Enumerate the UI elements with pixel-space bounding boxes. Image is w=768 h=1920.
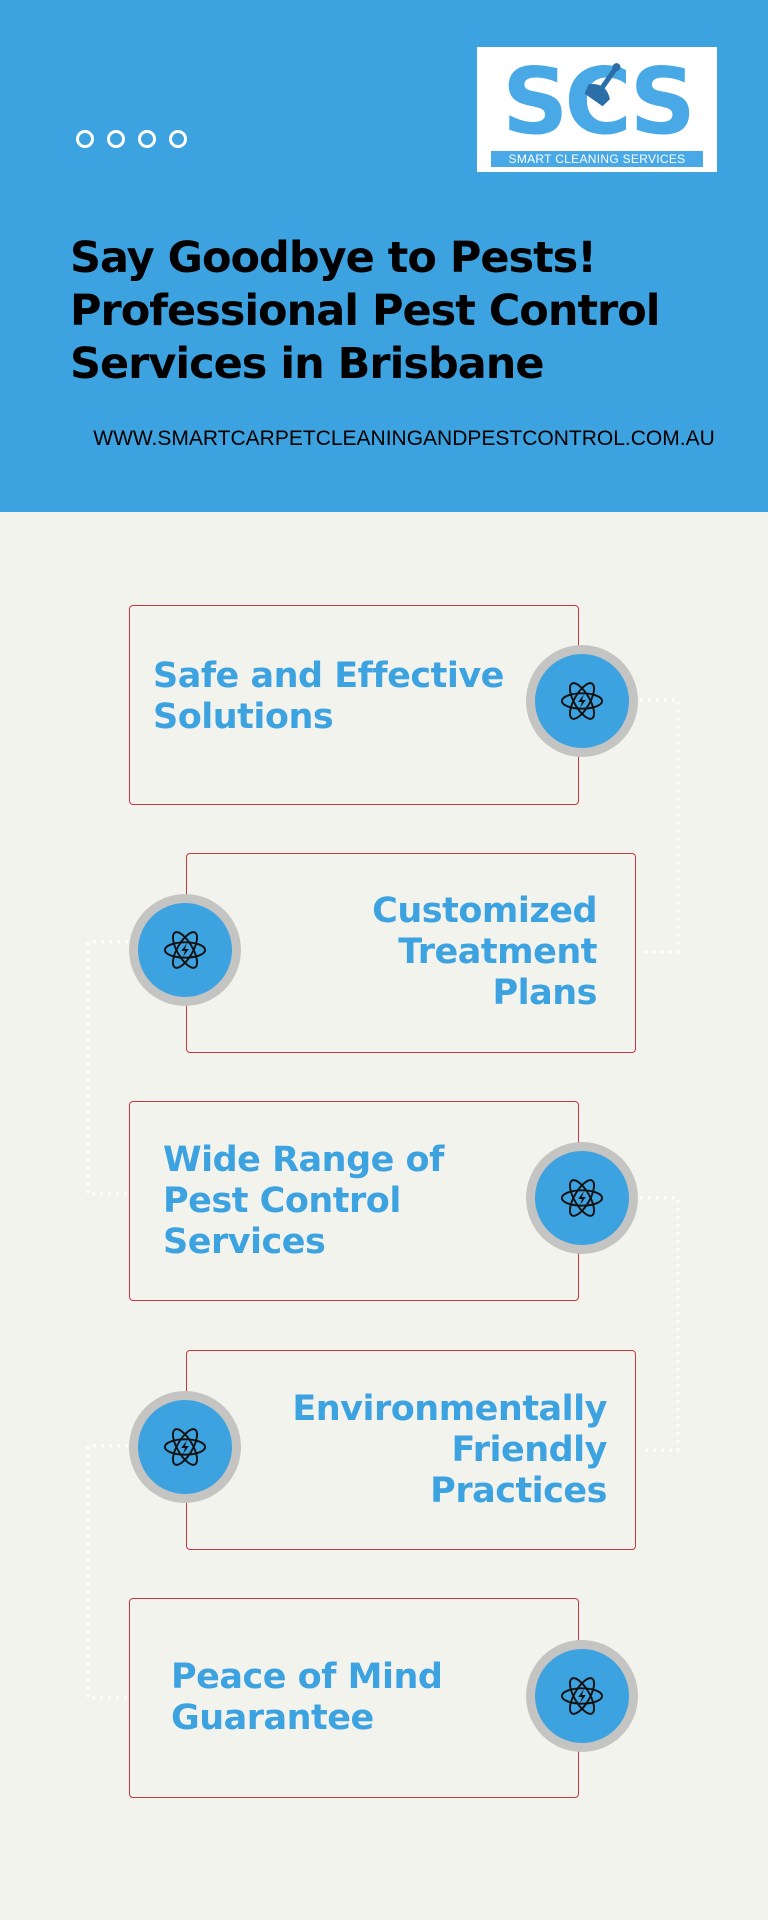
badge-circle (535, 1151, 629, 1245)
website-url[interactable]: WWW.SMARTCARPETCLEANINGANDPESTCONTROL.CO… (93, 427, 715, 450)
badge-circle (138, 1400, 232, 1494)
dots-decoration (76, 130, 187, 148)
feature-title: Customized Treatment Plans (372, 891, 597, 1014)
header-banner: SCS SMART CLEANING SERVICES Say Goodbye … (0, 0, 768, 512)
feature-line: Practices (430, 1471, 607, 1511)
feature-line: Treatment (398, 932, 597, 972)
badge-circle (535, 1649, 629, 1743)
title-line: Say Goodbye to Pests! (70, 233, 597, 283)
feature-line: Peace of Mind (171, 1657, 443, 1697)
feature-line: Services (163, 1222, 326, 1262)
feature-line: Guarantee (171, 1698, 374, 1738)
feature-title: Wide Range of Pest Control Services (163, 1140, 444, 1263)
atom-icon (560, 1179, 604, 1217)
feature-badge (526, 645, 638, 757)
dot-icon (138, 130, 156, 148)
title-line: Professional Pest Control (70, 286, 660, 336)
feature-line: Plans (492, 973, 597, 1013)
plunger-icon (584, 63, 621, 107)
atom-icon (163, 931, 207, 969)
feature-line: Pest Control (163, 1181, 401, 1221)
feature-badge (129, 894, 241, 1006)
scs-logo: SCS SMART CLEANING SERVICES (477, 47, 717, 172)
dot-icon (107, 130, 125, 148)
feature-badge (526, 1142, 638, 1254)
atom-icon (163, 1428, 207, 1466)
page-title: Say Goodbye to Pests! Professional Pest … (70, 232, 760, 391)
feature-line: Friendly (451, 1430, 608, 1470)
atom-icon (560, 1677, 604, 1715)
feature-line: Solutions (153, 697, 334, 737)
feature-title: Safe and Effective Solutions (153, 656, 504, 738)
feature-title: Environmentally Friendly Practices (292, 1389, 607, 1512)
feature-line: Wide Range of (163, 1140, 444, 1180)
feature-line: Customized (372, 891, 597, 931)
feature-line: Environmentally (292, 1389, 607, 1429)
badge-circle (138, 903, 232, 997)
badge-circle (535, 654, 629, 748)
logo-tagline: SMART CLEANING SERVICES (491, 151, 703, 167)
feature-badge (129, 1391, 241, 1503)
logo-mark: SCS (502, 48, 696, 147)
feature-line: Safe and Effective (153, 656, 504, 696)
feature-title: Peace of Mind Guarantee (171, 1657, 443, 1739)
dot-icon (76, 130, 94, 148)
dot-icon (169, 130, 187, 148)
feature-badge (526, 1640, 638, 1752)
atom-icon (560, 682, 604, 720)
title-line: Services in Brisbane (70, 339, 545, 389)
